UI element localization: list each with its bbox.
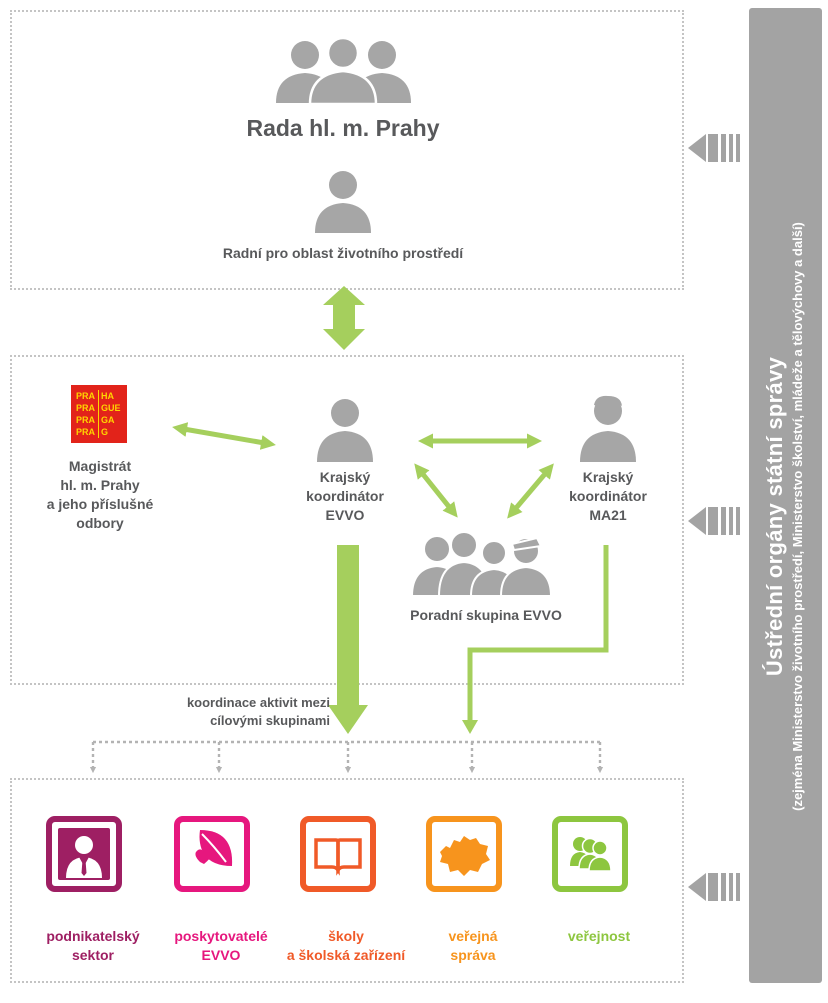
ma21-elbow-arrow xyxy=(467,545,609,722)
state-administration-bar: Ústřední orgány státní správy (zejména M… xyxy=(749,8,822,983)
label-public: veřejnost xyxy=(567,928,631,944)
ma21-advisory-arrow xyxy=(507,463,554,519)
coordination-note: koordinace aktivit mezi cílovými skupina… xyxy=(186,695,330,728)
praha-logo: PRA PRA PRA PRA HA GUE GA G xyxy=(71,385,127,443)
state-administration-subtitle: (zejména Ministerstvo životního prostřed… xyxy=(790,222,805,811)
advisory-group-icon xyxy=(410,531,553,597)
open-book-icon xyxy=(314,838,362,876)
council-coordination-arrow xyxy=(323,286,365,350)
tile-business-sector xyxy=(46,816,122,892)
tile-schools xyxy=(300,816,376,892)
evvo-coordinator-icon xyxy=(317,399,373,462)
state-administration-text: Ústřední orgány státní správy (zejména M… xyxy=(749,30,822,1003)
label-evvo-providers: poskytovatelé EVVO xyxy=(174,928,268,963)
tile-evvo-providers xyxy=(174,816,250,892)
gov-arrow-middle xyxy=(688,507,740,535)
gov-arrow-top xyxy=(688,134,740,162)
ma21-coordinator-icon xyxy=(580,395,636,462)
label-public-administration: veřejná správa xyxy=(448,928,498,963)
magistrat-label: Magistrát hl. m. Prahy a jeho příslušné … xyxy=(46,458,154,531)
leaf-heart-icon xyxy=(195,830,233,866)
evvo-coordinator-label: Krajský koordinátor EVVO xyxy=(306,469,384,523)
evvo-advisory-arrow xyxy=(414,463,458,518)
councillor-icon xyxy=(315,171,371,233)
prague-map-icon xyxy=(440,836,490,876)
council-group-icon xyxy=(276,36,411,106)
businessman-icon xyxy=(58,828,110,880)
tile-public xyxy=(552,816,628,892)
councillor-label: Radní pro oblast životního prostředí xyxy=(222,245,464,261)
label-business-sector: podnikatelský sektor xyxy=(46,928,140,963)
advisory-group-label: Poradní skupina EVVO xyxy=(410,607,562,623)
council-title: Rada hl. m. Prahy xyxy=(246,115,440,141)
ma21-coordinator-label: Krajský koordinátor MA21 xyxy=(569,469,647,523)
state-administration-title: Ústřední orgány státní správy xyxy=(762,356,787,677)
distribution-line xyxy=(89,740,604,774)
tile-public-administration xyxy=(426,816,502,892)
target-groups-box xyxy=(10,778,684,983)
label-schools: školy a školská zařízení xyxy=(286,928,406,963)
evvo-down-arrow xyxy=(328,545,368,734)
gov-arrow-bottom xyxy=(688,873,740,901)
magistrat-evvo-arrow xyxy=(172,422,276,450)
people-group-icon xyxy=(570,837,612,872)
